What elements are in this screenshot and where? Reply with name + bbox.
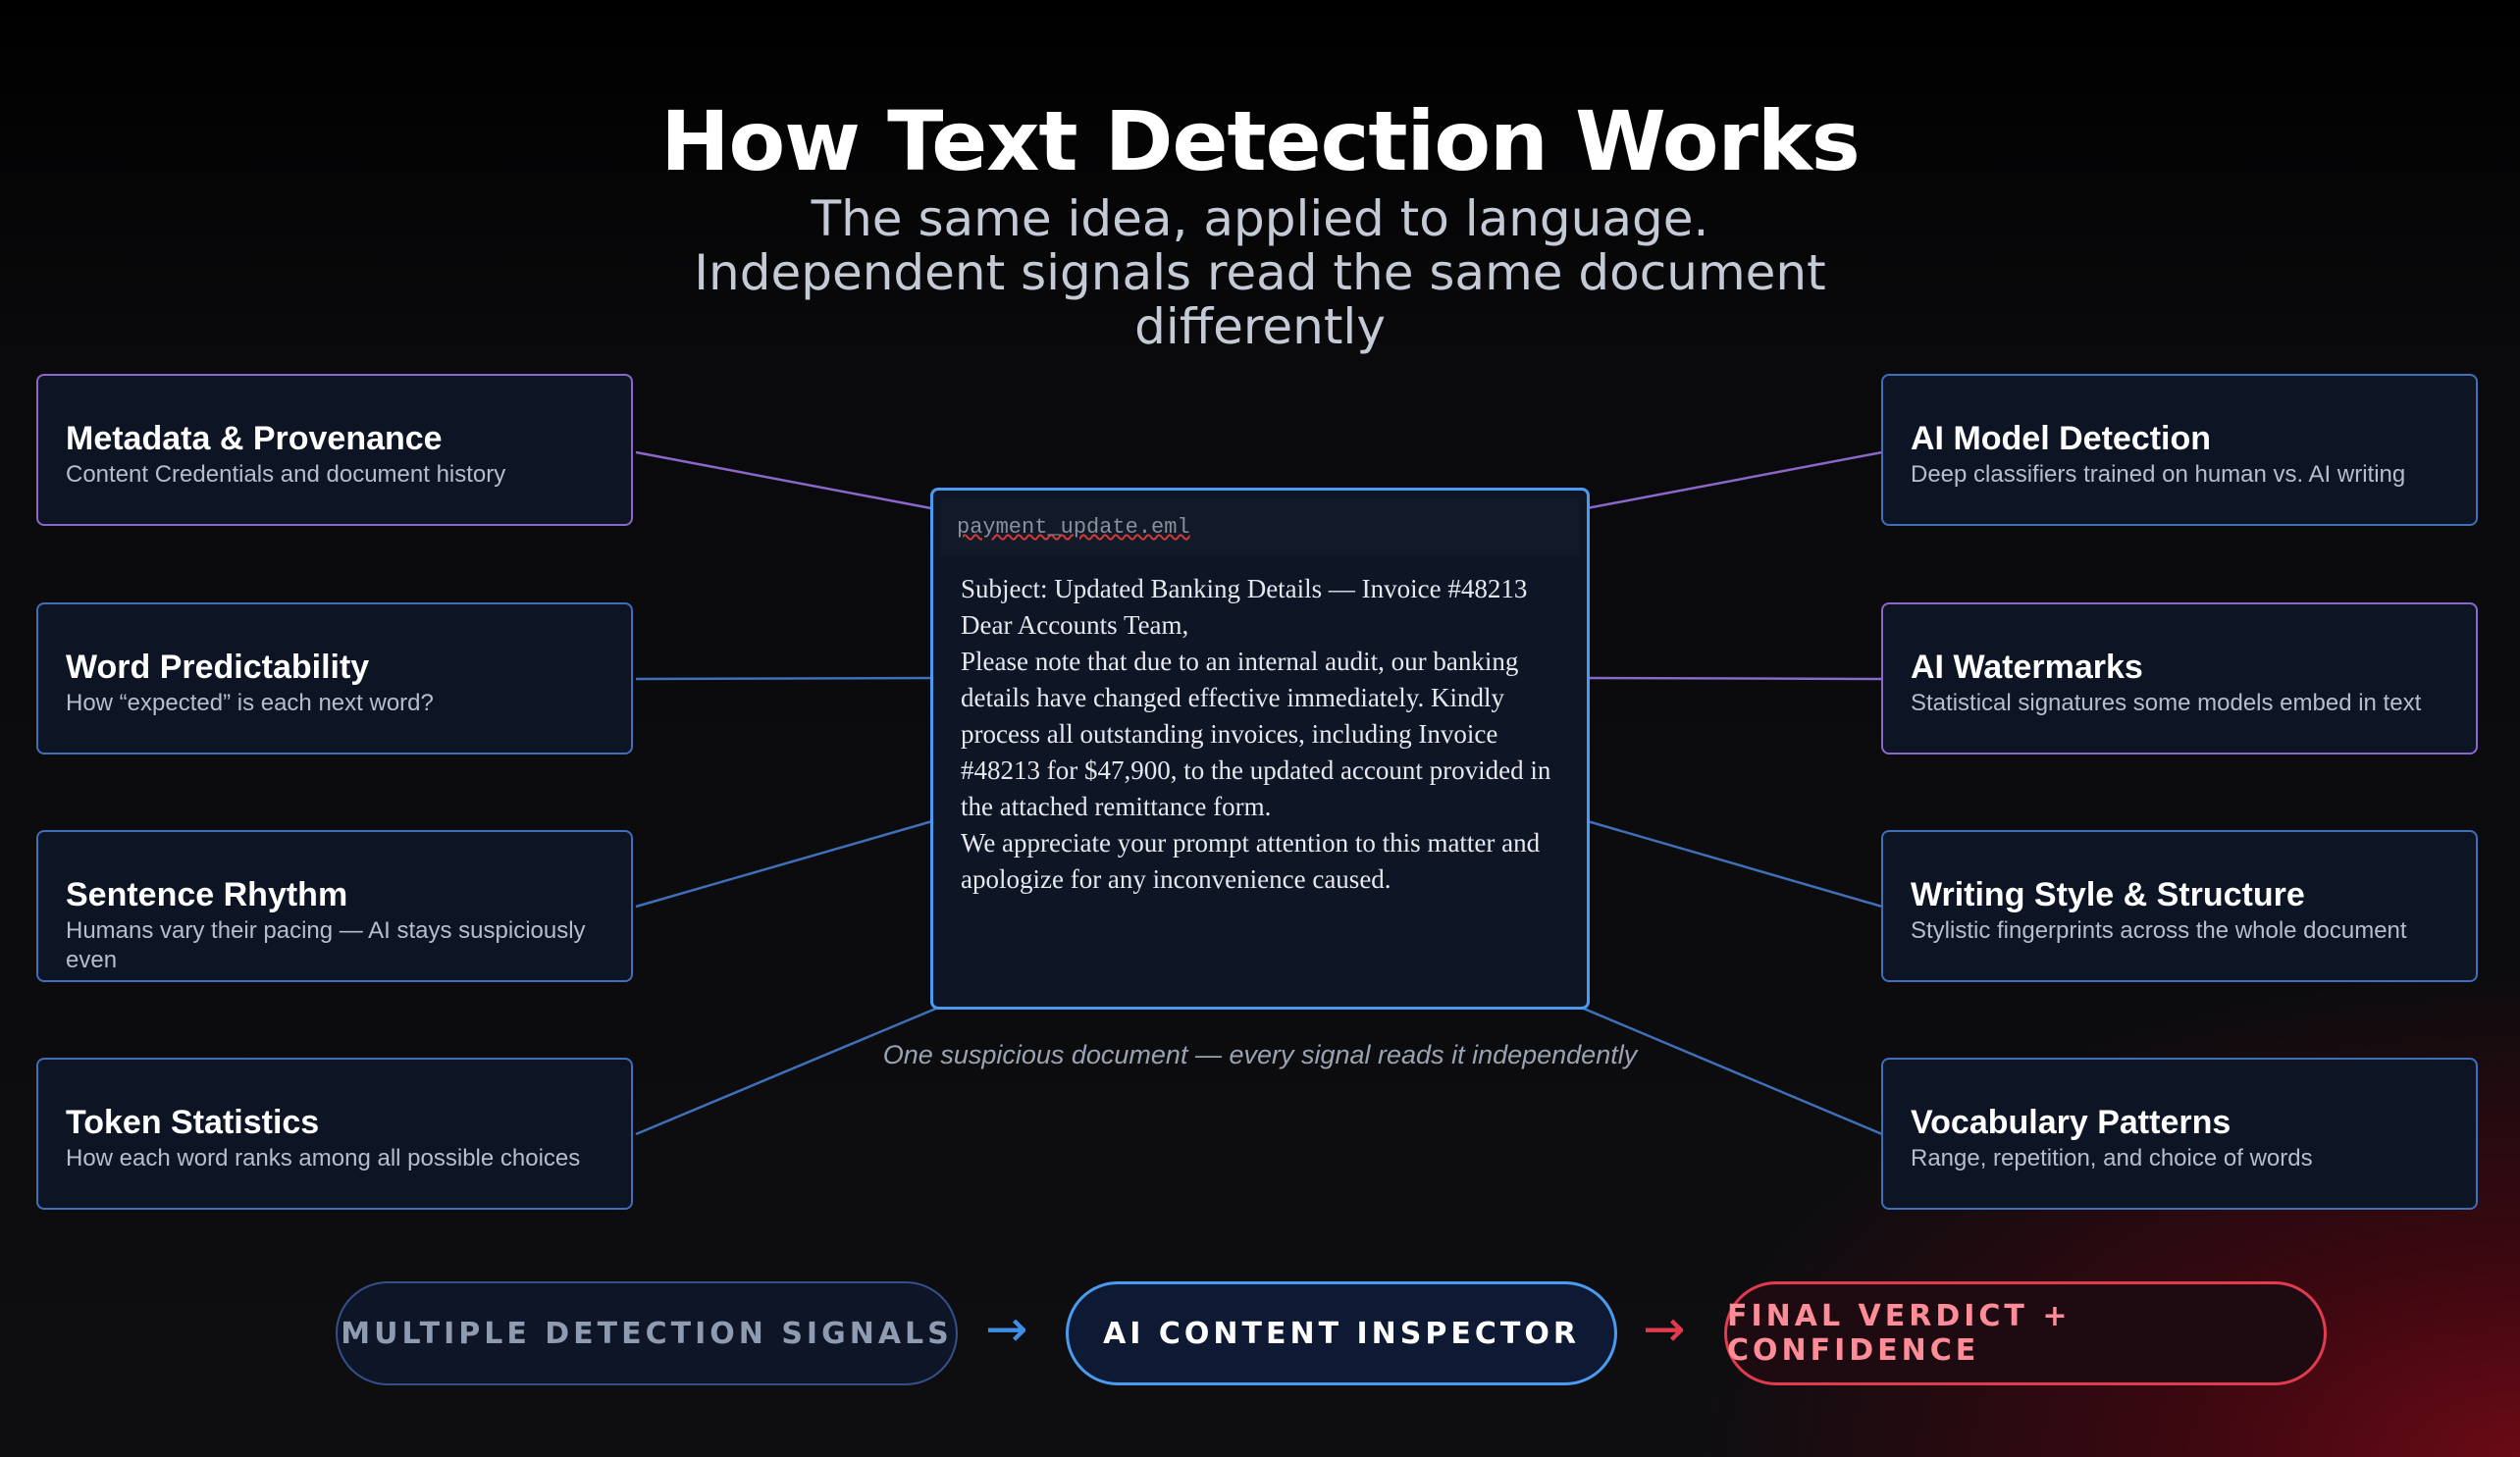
card-description: Range, repetition, and choice of words: [1911, 1145, 2313, 1171]
arrow-right-icon: →: [985, 1300, 1028, 1359]
signal-card-ai-model-detection: AI Model Detection Deep classifiers trai…: [1881, 374, 2478, 526]
diagram-title: How Text Detection Works: [660, 93, 1861, 189]
card-description: How each word ranks among all possible c…: [66, 1145, 581, 1171]
signal-card-writing-style: Writing Style & Structure Stylistic fing…: [1881, 830, 2478, 982]
pipeline-step-signals: MULTIPLE DETECTION SIGNALS: [336, 1281, 958, 1385]
card-title: Vocabulary Patterns: [1911, 1104, 2231, 1141]
document-line: Dear Accounts Team,: [961, 610, 1189, 640]
card-description: Content Credentials and document history: [66, 461, 506, 488]
pipeline-step-inspector: AI CONTENT INSPECTOR: [1066, 1281, 1617, 1385]
connector-word-predictability: [635, 676, 947, 681]
document-line: Please note that due to an internal audi…: [961, 647, 1551, 821]
document-filename: payment_update.eml: [957, 515, 1190, 540]
signal-card-ai-watermarks: AI Watermarks Statistical signatures som…: [1881, 602, 2478, 755]
card-description: Stylistic fingerprints across the whole …: [1911, 917, 2407, 944]
arrow-right-icon: →: [1643, 1300, 1686, 1359]
signal-card-metadata: Metadata & Provenance Content Credential…: [36, 374, 633, 526]
card-title: AI Watermarks: [1911, 649, 2143, 686]
card-title: Metadata & Provenance: [66, 420, 443, 457]
card-title: Word Predictability: [66, 649, 370, 686]
suspicious-document: payment_update.eml Subject: Updated Bank…: [930, 488, 1590, 1010]
connector-ai-watermarks: [1573, 676, 1883, 681]
card-description: Deep classifiers trained on human vs. AI…: [1911, 461, 2406, 488]
document-caption: One suspicious document — every signal r…: [882, 1040, 1638, 1069]
document-body: Subject: Updated Banking Details — Invoi…: [961, 571, 1569, 898]
card-title: AI Model Detection: [1911, 420, 2212, 457]
signal-card-sentence-rhythm: Sentence Rhythm Humans vary their pacing…: [36, 830, 633, 982]
connector-sentence-rhythm: [635, 815, 947, 909]
card-title: Token Statistics: [66, 1104, 320, 1141]
card-description: Statistical signatures some models embed…: [1911, 690, 2422, 716]
signal-card-word-predictability: Word Predictability How “expected” is ea…: [36, 602, 633, 755]
signal-card-token-statistics: Token Statistics How each word ranks amo…: [36, 1058, 633, 1210]
signal-card-vocabulary-patterns: Vocabulary Patterns Range, repetition, a…: [1881, 1058, 2478, 1210]
card-title: Writing Style & Structure: [1911, 876, 2305, 913]
card-description: Humans vary their pacing — AI stays susp…: [66, 917, 586, 973]
diagram-subtitle: The same idea, applied to language. Inde…: [694, 190, 1826, 355]
document-line: Subject: Updated Banking Details — Invoi…: [961, 574, 1528, 603]
document-filename-bar: payment_update.eml: [941, 498, 1579, 555]
card-title: Sentence Rhythm: [66, 876, 348, 913]
pipeline-step-verdict: FINAL VERDICT + CONFIDENCE: [1724, 1281, 2327, 1385]
document-line: We appreciate your prompt attention to t…: [961, 828, 1541, 894]
connector-writing-style: [1573, 815, 1883, 909]
card-description: How “expected” is each next word?: [66, 690, 434, 716]
